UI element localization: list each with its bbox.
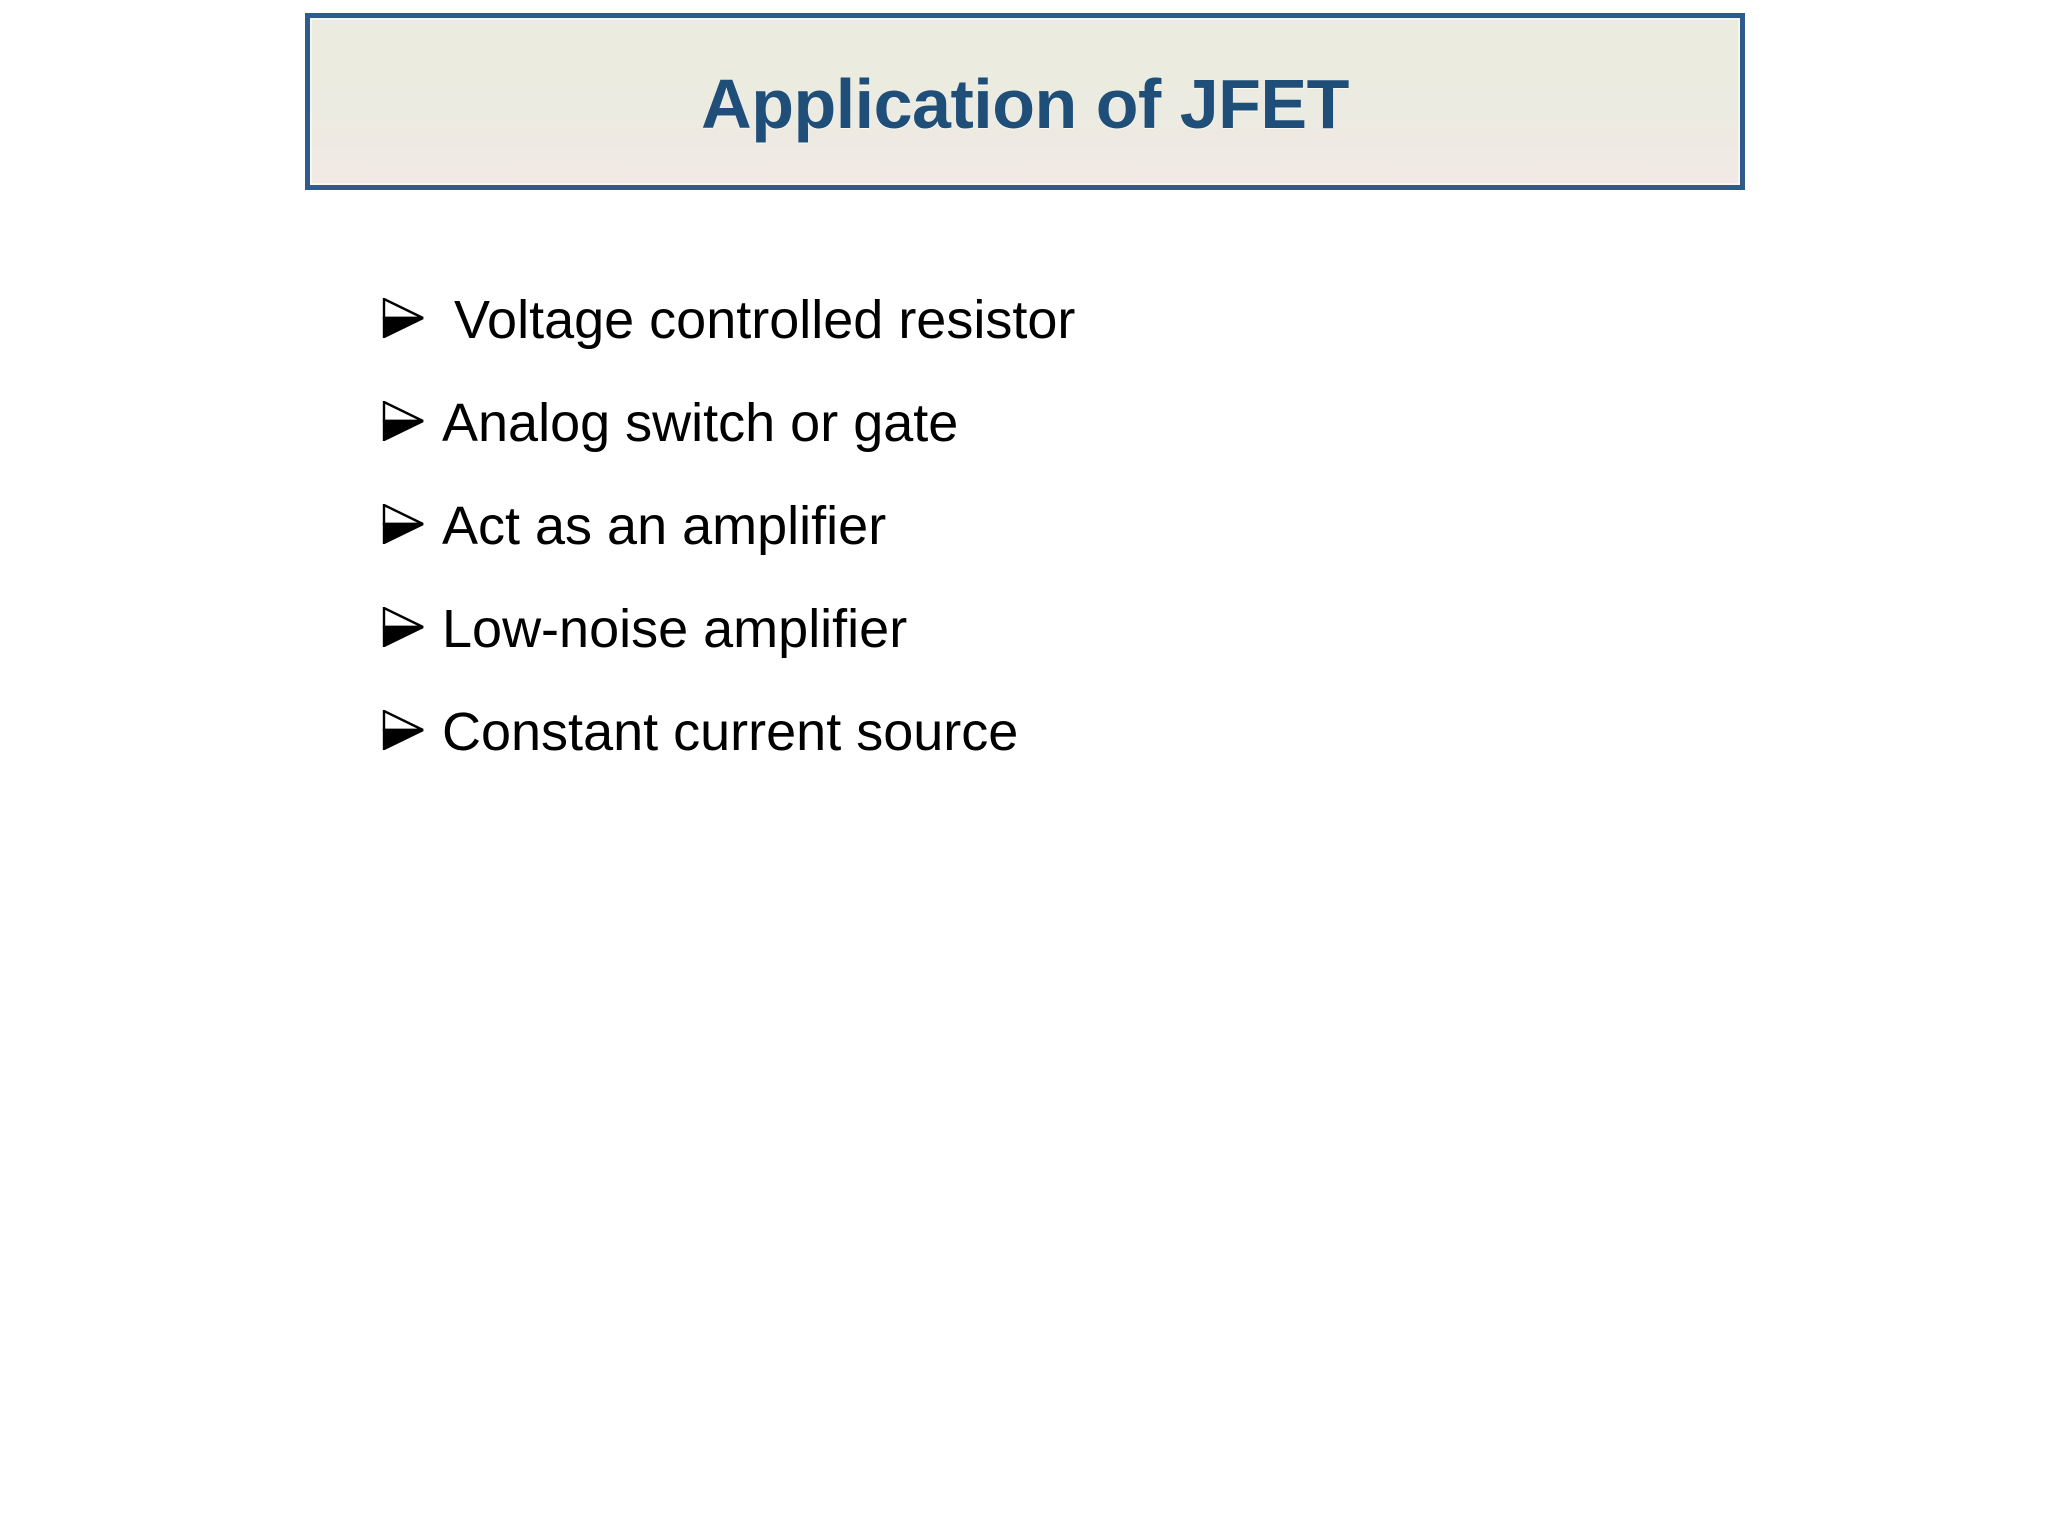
list-item: Voltage controlled resistor [382, 282, 1582, 385]
slide-title-box: Application of JFET [305, 13, 1745, 190]
page-title: Application of JFET [701, 64, 1349, 143]
list-item: Low-noise amplifier [382, 591, 1582, 694]
arrowhead-bullet-icon [382, 694, 426, 770]
list-item: Analog switch or gate [382, 385, 1582, 488]
list-item-label: Low-noise amplifier [442, 599, 908, 659]
list-item-label: Act as an amplifier [442, 496, 887, 556]
list-item-label: Voltage controlled resistor [454, 290, 1076, 350]
bullet-list: Voltage controlled resistor Analog switc… [382, 282, 1582, 797]
list-item-label: Constant current source [442, 702, 1019, 762]
arrowhead-bullet-icon [382, 488, 426, 564]
arrowhead-bullet-icon [382, 282, 426, 358]
list-item-label: Analog switch or gate [442, 393, 959, 453]
arrowhead-bullet-icon [382, 591, 426, 667]
list-item: Constant current source [382, 694, 1582, 797]
list-item: Act as an amplifier [382, 488, 1582, 591]
arrowhead-bullet-icon [382, 385, 426, 461]
